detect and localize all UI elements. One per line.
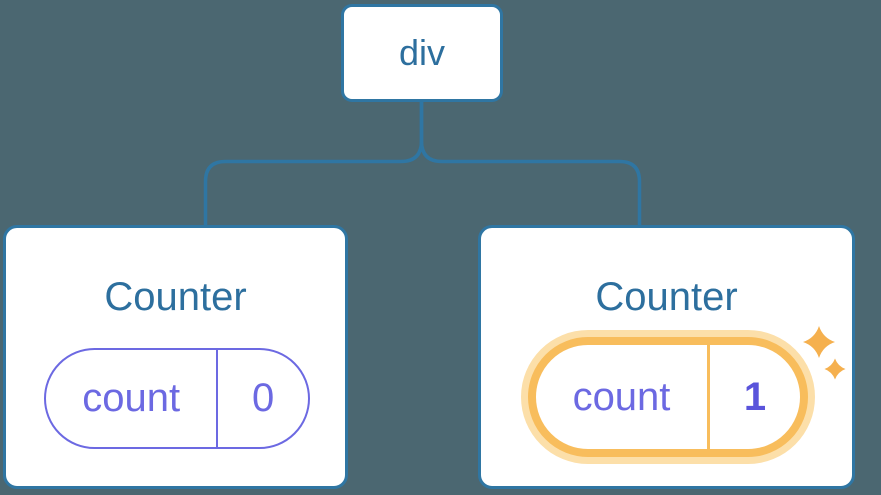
state-key-label: count (82, 376, 181, 420)
root-node-label: div (398, 32, 446, 73)
sparkle-icon-large (803, 326, 835, 358)
state-value-label: 0 (252, 376, 275, 420)
pill-divider (707, 345, 710, 449)
connector-right-branch (419, 100, 642, 226)
component-card-right: Counter count 1 (478, 225, 855, 489)
state-pill-highlighted: count 1 (528, 337, 808, 457)
pill-divider (216, 350, 219, 447)
root-node: div (341, 4, 503, 102)
sparkle-icon-small (824, 358, 846, 380)
card-title: Counter (104, 275, 247, 319)
state-value-label: 1 (743, 374, 767, 419)
component-card-left: Counter count 0 (3, 225, 348, 489)
state-key-label: count (572, 374, 671, 419)
state-pill: count 0 (44, 348, 310, 449)
sparkles-icon (803, 326, 846, 380)
connector-left-branch (203, 100, 424, 226)
card-title: Counter (595, 275, 738, 319)
